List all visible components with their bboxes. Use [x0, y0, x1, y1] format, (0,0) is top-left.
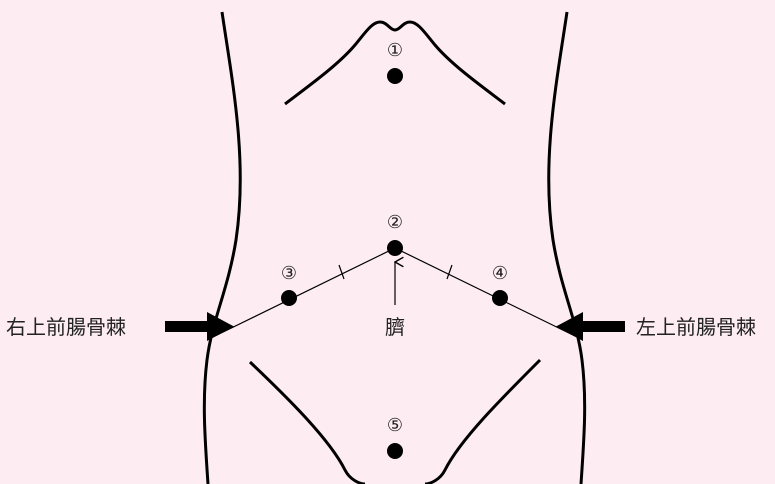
left-asis-arrow	[556, 312, 625, 341]
point-5-dot	[387, 443, 403, 459]
point-2-label: ②	[387, 212, 403, 233]
point-3-dot	[281, 290, 297, 306]
point-1-dot	[387, 68, 403, 84]
pelvis-right-curve	[425, 360, 540, 484]
line-navel-to-left-asis	[395, 248, 575, 336]
point-4-dot	[492, 290, 508, 306]
point-4-label: ④	[492, 263, 508, 284]
right-asis-arrow	[165, 312, 234, 341]
point-1-label: ①	[387, 40, 403, 61]
torso-right-outline	[549, 12, 585, 484]
right-asis-label: 右上前腸骨棘	[6, 315, 126, 339]
line-navel-to-right-asis	[215, 248, 395, 336]
point-5-label: ⑤	[387, 415, 403, 436]
torso-left-outline	[204, 12, 240, 484]
tick-mark-left	[339, 265, 344, 279]
point-3-label: ③	[281, 263, 297, 284]
point-2-dot	[387, 240, 403, 256]
rib-cage-arch	[285, 22, 505, 104]
pelvis-left-curve	[250, 362, 365, 484]
tick-mark-right	[447, 265, 452, 279]
left-asis-label: 左上前腸骨棘	[636, 315, 756, 339]
navel-label: 臍	[385, 315, 405, 339]
